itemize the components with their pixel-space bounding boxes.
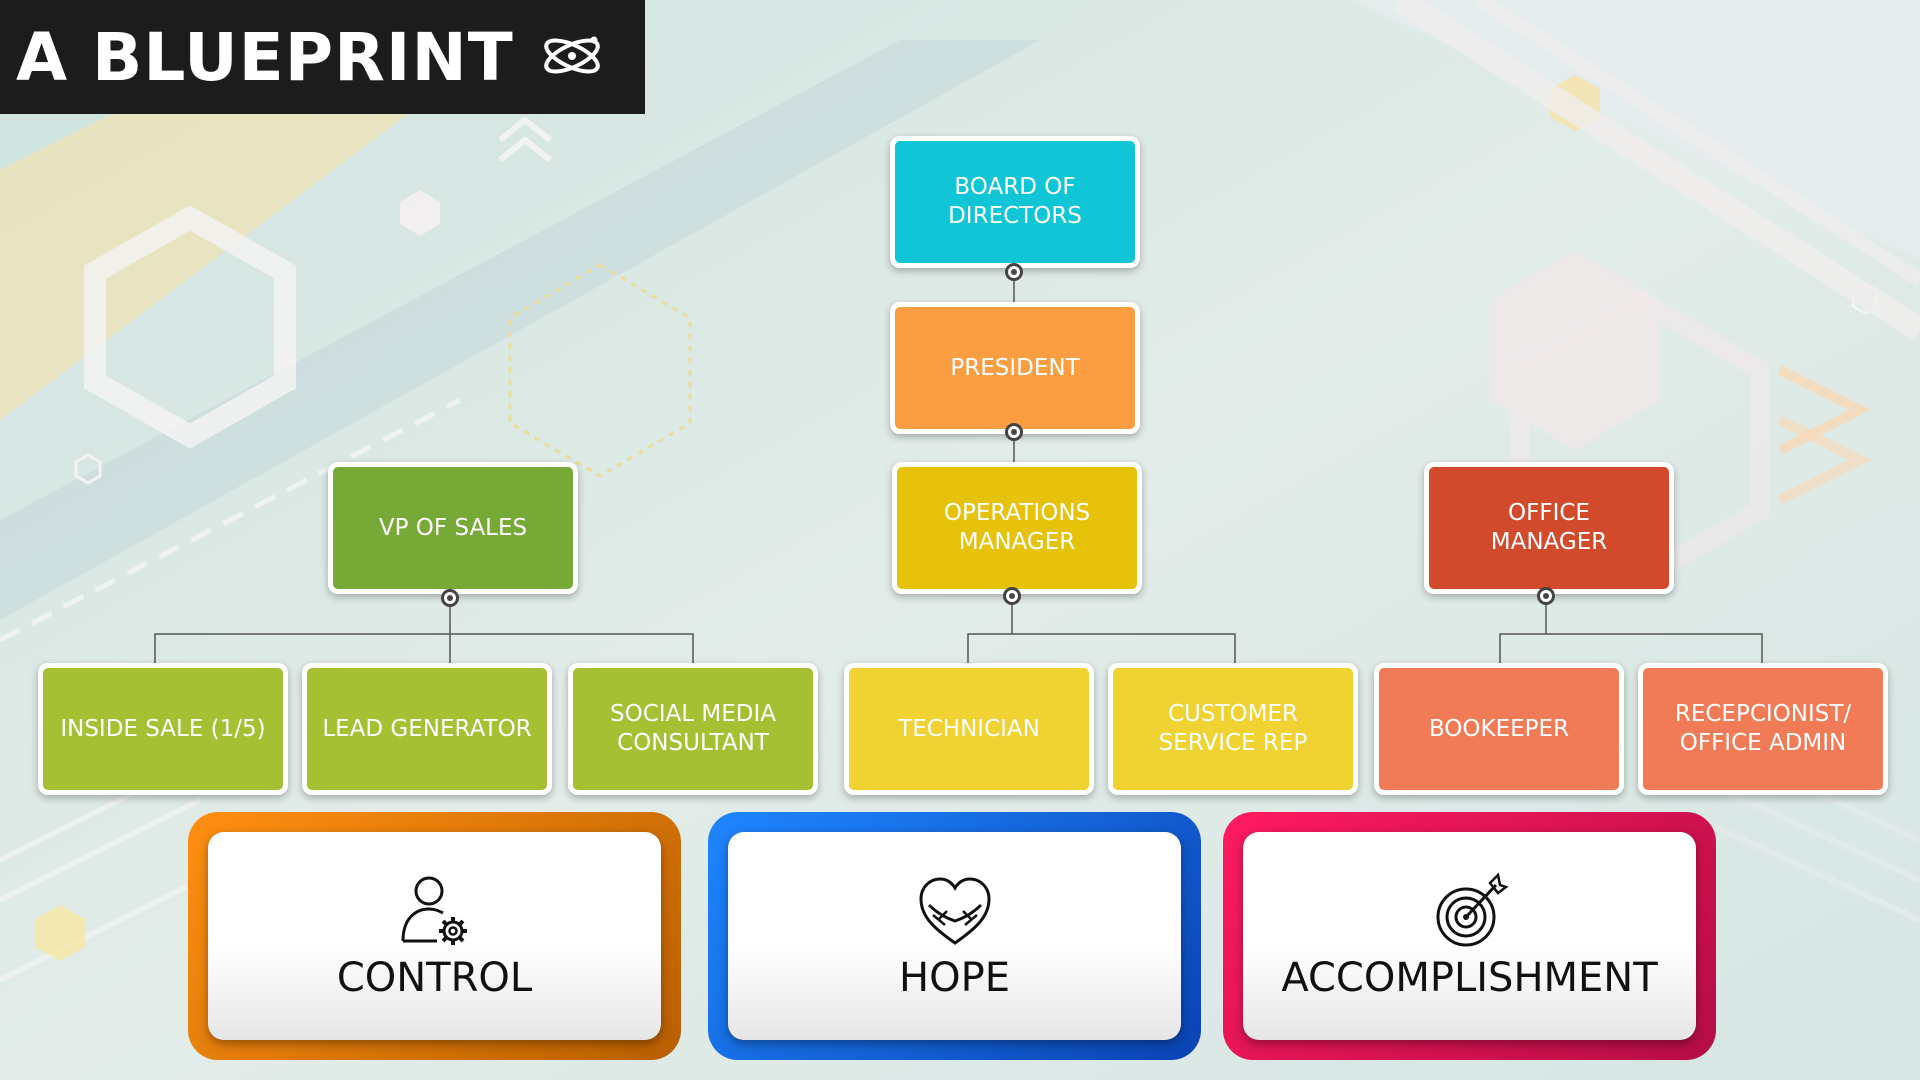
technician-node: TECHNICIAN bbox=[844, 663, 1094, 795]
accomplishment-card-inner: ACCOMPLISHMENT bbox=[1243, 832, 1696, 1040]
board-of-directors-node: BOARD OF DIRECTORS bbox=[890, 136, 1140, 268]
operations-manager-node: OPERATIONS MANAGER bbox=[892, 462, 1142, 594]
receptionist-node: RECEPCIONIST/ OFFICE ADMIN bbox=[1638, 663, 1888, 795]
accomplishment-label: ACCOMPLISHMENT bbox=[1281, 955, 1658, 1001]
page-title: A BLUEPRINT bbox=[16, 18, 514, 96]
target-arrow-icon bbox=[1436, 872, 1509, 947]
lead-generator-node: LEAD GENERATOR bbox=[302, 663, 552, 795]
bookkeeper-node: BOOKEEPER bbox=[1374, 663, 1624, 795]
title-bar: A BLUEPRINT bbox=[0, 0, 645, 114]
hope-label: HOPE bbox=[899, 955, 1010, 1001]
atom-icon bbox=[544, 36, 600, 74]
connector-dot bbox=[1005, 423, 1023, 441]
office-manager-node: OFFICE MANAGER bbox=[1424, 462, 1674, 594]
accomplishment-card: ACCOMPLISHMENT bbox=[1223, 812, 1716, 1060]
connector-dot bbox=[1005, 263, 1023, 281]
inside-sale-node: INSIDE SALE (1/5) bbox=[38, 663, 288, 795]
user-gear-icon bbox=[401, 876, 467, 945]
connector-dot bbox=[1537, 587, 1555, 605]
social-media-consultant-node: SOCIAL MEDIA CONSULTANT bbox=[568, 663, 818, 795]
control-card-inner: CONTROL bbox=[208, 832, 661, 1040]
connector-dot bbox=[1003, 587, 1021, 605]
customer-service-rep-node: CUSTOMER SERVICE REP bbox=[1108, 663, 1358, 795]
connector-dot bbox=[441, 589, 459, 607]
vp-of-sales-node: VP OF SALES bbox=[328, 462, 578, 594]
president-node: PRESIDENT bbox=[890, 302, 1140, 434]
heart-hands-icon bbox=[918, 877, 991, 945]
hope-card-inner: HOPE bbox=[728, 832, 1181, 1040]
control-label: CONTROL bbox=[336, 955, 533, 1001]
control-card: CONTROL bbox=[188, 812, 681, 1060]
hope-card: HOPE bbox=[708, 812, 1201, 1060]
